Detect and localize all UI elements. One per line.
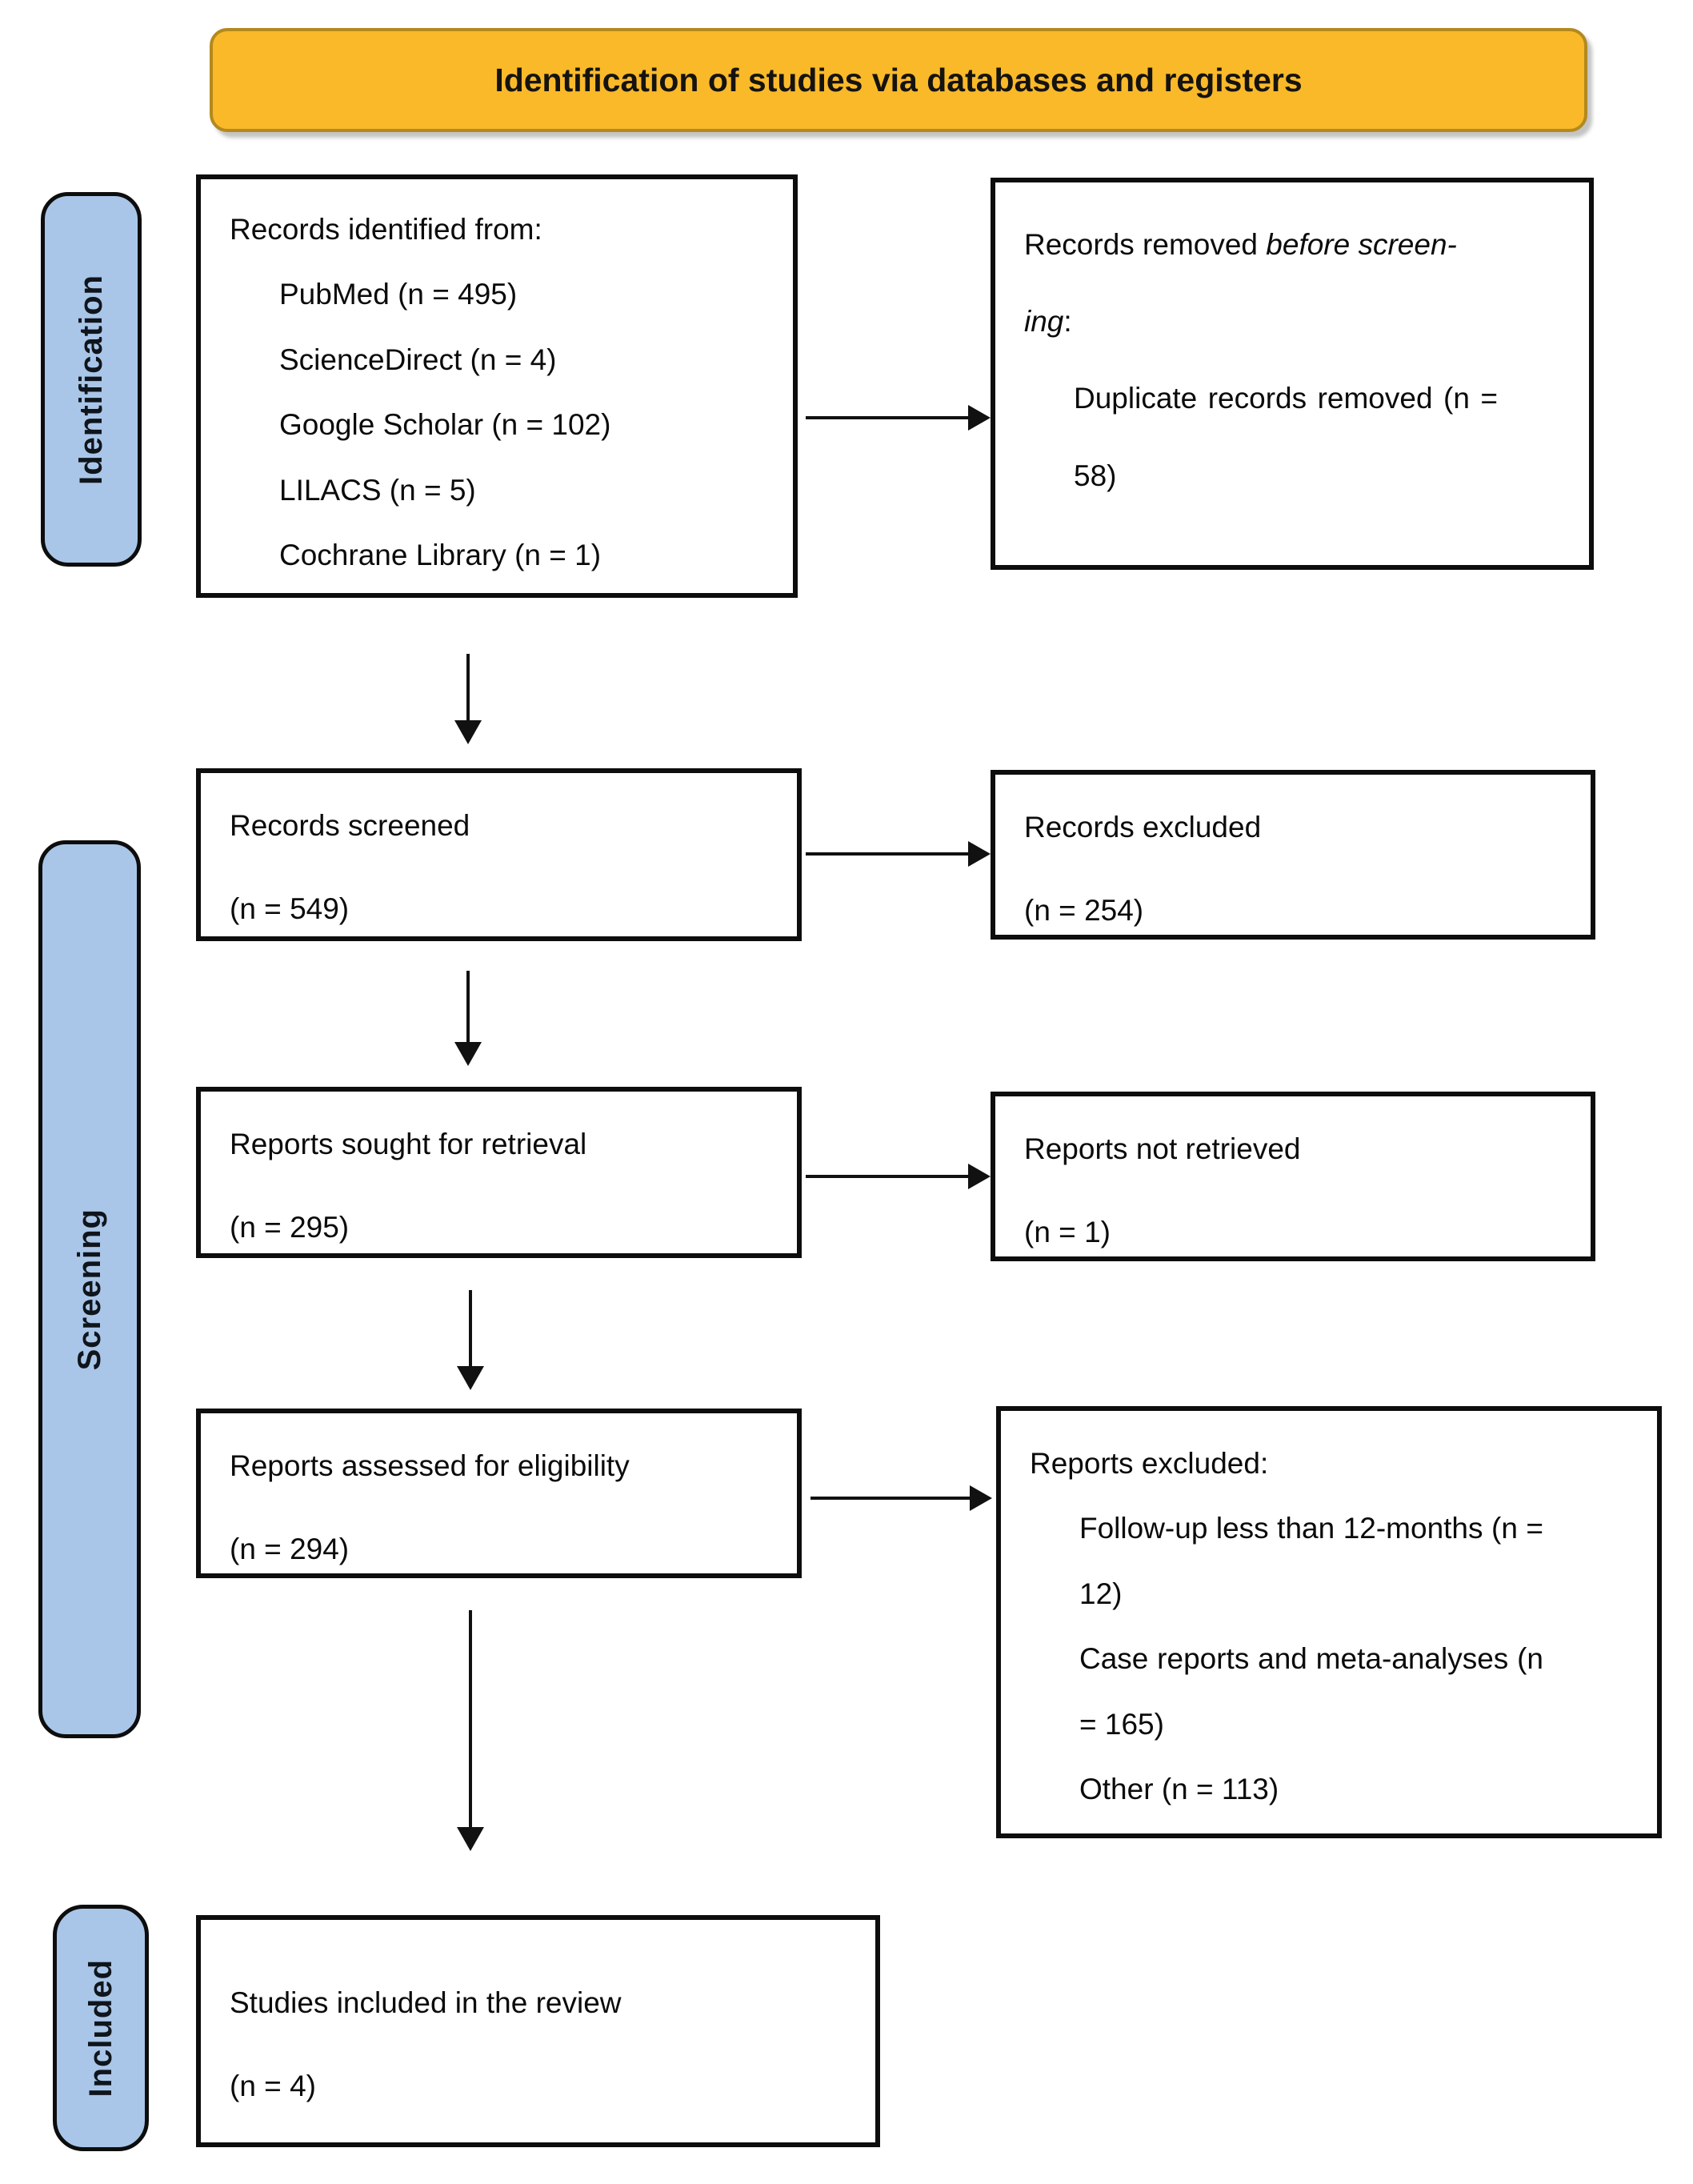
box-line2: (n = 254): [1024, 893, 1144, 927]
box-line1: Reports sought for retrieval: [230, 1128, 587, 1160]
box-line2: (n = 549): [230, 892, 350, 925]
box-line2: (n = 294): [230, 1532, 350, 1565]
stage-identification: Identification: [41, 192, 142, 567]
stage-included: Included: [53, 1905, 149, 2151]
arrow-sought-to-assessed: [457, 1290, 484, 1390]
arrow-identified-to-screened: [454, 654, 482, 744]
source-item: Cochrane Library (n = 1): [279, 538, 602, 571]
box-records-removed: Records removed before screen- ing: Dupl…: [991, 178, 1594, 570]
box-reports-not-retrieved: Reports not retrieved (n = 1): [991, 1092, 1595, 1261]
page-title: Identification of studies via databases …: [494, 61, 1303, 98]
box-records-identified: Records identified from: PubMed (n = 495…: [196, 174, 798, 598]
box-title: Records identified from:: [230, 213, 542, 246]
box-line2: (n = 295): [230, 1210, 350, 1244]
arrow-assessed-to-excluded: [810, 1485, 992, 1511]
stage-included-label: Included: [82, 1958, 118, 2098]
title-italic: before screen-: [1266, 228, 1457, 261]
stage-screening-label: Screening: [71, 1208, 107, 1371]
title-italic: ing: [1024, 305, 1064, 339]
box-line2: (n = 1): [1024, 1215, 1111, 1248]
arrow-sought-to-not-retrieved: [806, 1164, 991, 1189]
title-plain: :: [1063, 305, 1072, 339]
arrow-screened-to-sought: [454, 971, 482, 1066]
box-studies-included: Studies included in the review (n = 4): [196, 1915, 880, 2147]
box-line1: Studies included in the review: [230, 1986, 622, 2019]
box-reports-excluded: Reports excluded: Follow-up less than 12…: [996, 1406, 1662, 1838]
reason-item: Case reports and meta-analyses (n = 165): [1079, 1642, 1543, 1741]
box-records-excluded: Records excluded (n = 254): [991, 770, 1595, 940]
box-line1: Records excluded: [1024, 811, 1262, 844]
box-records-screened: Records screened (n = 549): [196, 768, 802, 941]
box-line1: Records screened: [230, 809, 470, 842]
stage-identification-label: Identification: [73, 274, 109, 485]
box-reports-assessed: Reports assessed for eligibility (n = 29…: [196, 1409, 802, 1578]
box-title: Reports excluded:: [1030, 1447, 1269, 1480]
source-item: Google Scholar (n = 102): [279, 408, 611, 442]
box-line1: Reports not retrieved: [1024, 1132, 1301, 1165]
source-item: PubMed (n = 495): [279, 278, 518, 311]
reason-item: Follow-up less than 12-months (n = 12): [1079, 1512, 1543, 1610]
arrow-assessed-to-included: [457, 1610, 484, 1851]
box-reports-sought: Reports sought for retrieval (n = 295): [196, 1087, 802, 1258]
source-item: ScienceDirect (n = 4): [279, 343, 557, 376]
header-banner: Identification of studies via databases …: [210, 28, 1587, 132]
stage-screening: Screening: [38, 840, 141, 1738]
reason-item: Other (n = 113): [1079, 1772, 1279, 1805]
title-plain: Records removed: [1024, 228, 1267, 261]
box-line2: (n = 4): [230, 2069, 316, 2102]
source-item: LILACS (n = 5): [279, 473, 476, 507]
arrow-screened-to-excluded: [806, 841, 991, 867]
box-line1: Reports assessed for eligibility: [230, 1449, 630, 1482]
box-title-line1: Records removed before screen-: [1024, 206, 1565, 283]
arrow-identified-to-removed: [806, 405, 991, 431]
box-title-line2: ing:: [1024, 283, 1565, 360]
reason-item: Duplicate records removed (n = 58): [1074, 382, 1498, 492]
